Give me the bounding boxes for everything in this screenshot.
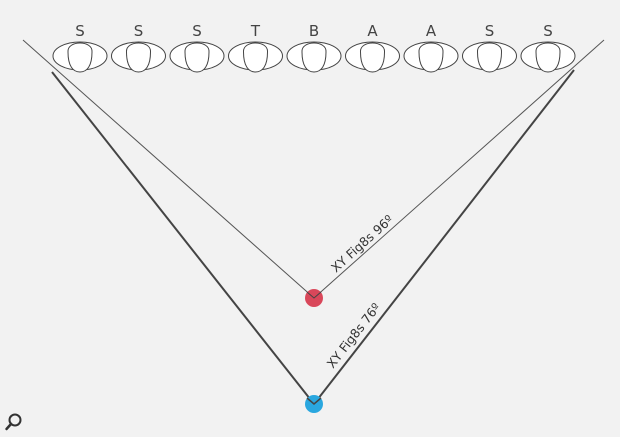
voice-label: A [367, 22, 378, 40]
far-mic-left-line [51, 71, 315, 405]
singer: S [520, 22, 576, 73]
head-shape [301, 42, 327, 73]
head-shape [476, 42, 503, 73]
head-shape [125, 42, 152, 73]
voice-label: S [485, 22, 495, 40]
singer: T [228, 22, 283, 73]
head-shape [418, 42, 444, 73]
head-shape [242, 42, 269, 73]
voice-label: S [192, 22, 202, 40]
singer: S [169, 22, 225, 73]
voice-label: A [426, 22, 437, 40]
far-mic-label: XY Fig8s 76º [324, 300, 384, 371]
head-shape [184, 42, 210, 73]
near-mic-right-line [313, 39, 605, 299]
near-mic-chevron [306, 291, 322, 299]
magnifier-icon [5, 413, 22, 431]
voice-label: S [75, 22, 85, 40]
far-mic-chevron [306, 397, 322, 405]
head-shape [535, 42, 561, 73]
singer: B [286, 22, 342, 73]
voice-label: B [309, 22, 319, 40]
singer: S [111, 22, 166, 73]
voice-label: S [134, 22, 144, 40]
singer: S [52, 22, 108, 73]
singer: A [403, 22, 459, 73]
voice-label: T [250, 22, 261, 40]
voice-label: S [543, 22, 553, 40]
head-shape [359, 42, 386, 73]
head-shape [67, 42, 93, 73]
near-mic-left-line [22, 39, 315, 299]
singer: A [345, 22, 400, 73]
zoom-button[interactable] [3, 411, 25, 433]
far-mic-right-line [313, 69, 575, 405]
near-mic-label: XY Fig8s 96º [328, 212, 396, 275]
singer: S [462, 22, 517, 73]
